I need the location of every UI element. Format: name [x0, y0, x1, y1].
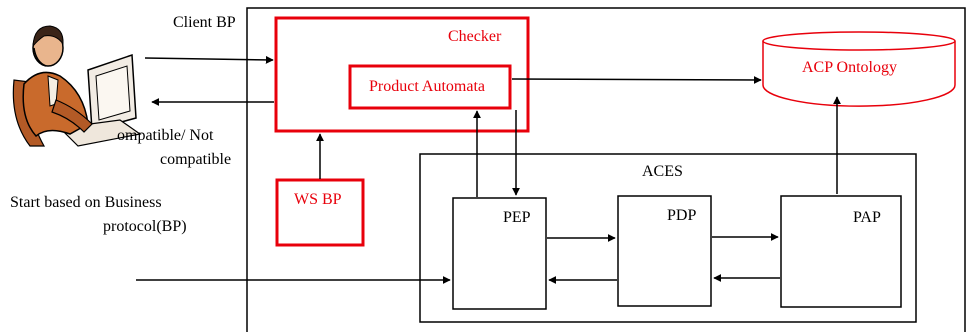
pep-label: PEP	[503, 209, 531, 226]
compatible-label-line2: compatible	[160, 151, 231, 168]
pep-box	[452, 197, 547, 310]
start-label-line2: protocol(BP)	[103, 218, 187, 235]
client-bp-label: Client BP	[173, 14, 236, 31]
acp-ontology-database	[762, 31, 956, 107]
arrow-user-to-checker	[144, 55, 274, 64]
start-label-line1: Start based on Business	[10, 194, 162, 211]
pdp-label: PDP	[667, 207, 696, 224]
aces-label: ACES	[642, 163, 683, 180]
ws-bp-label: WS BP	[294, 191, 342, 208]
acp-ontology-label: ACP Ontology	[802, 59, 897, 76]
pap-label: PAP	[853, 209, 881, 226]
checker-label: Checker	[448, 28, 502, 45]
ws-bp-box	[275, 178, 365, 247]
pdp-box	[617, 195, 712, 307]
product-automata-label: Product Automata	[369, 78, 485, 95]
system-frame	[246, 7, 966, 332]
arrow-product-to-ontology	[511, 75, 762, 84]
user-at-computer-icon	[12, 25, 142, 147]
compatible-label-line1: ompatible/ Not	[117, 127, 214, 144]
pap-box	[780, 195, 902, 308]
product-automata-box	[348, 64, 512, 110]
